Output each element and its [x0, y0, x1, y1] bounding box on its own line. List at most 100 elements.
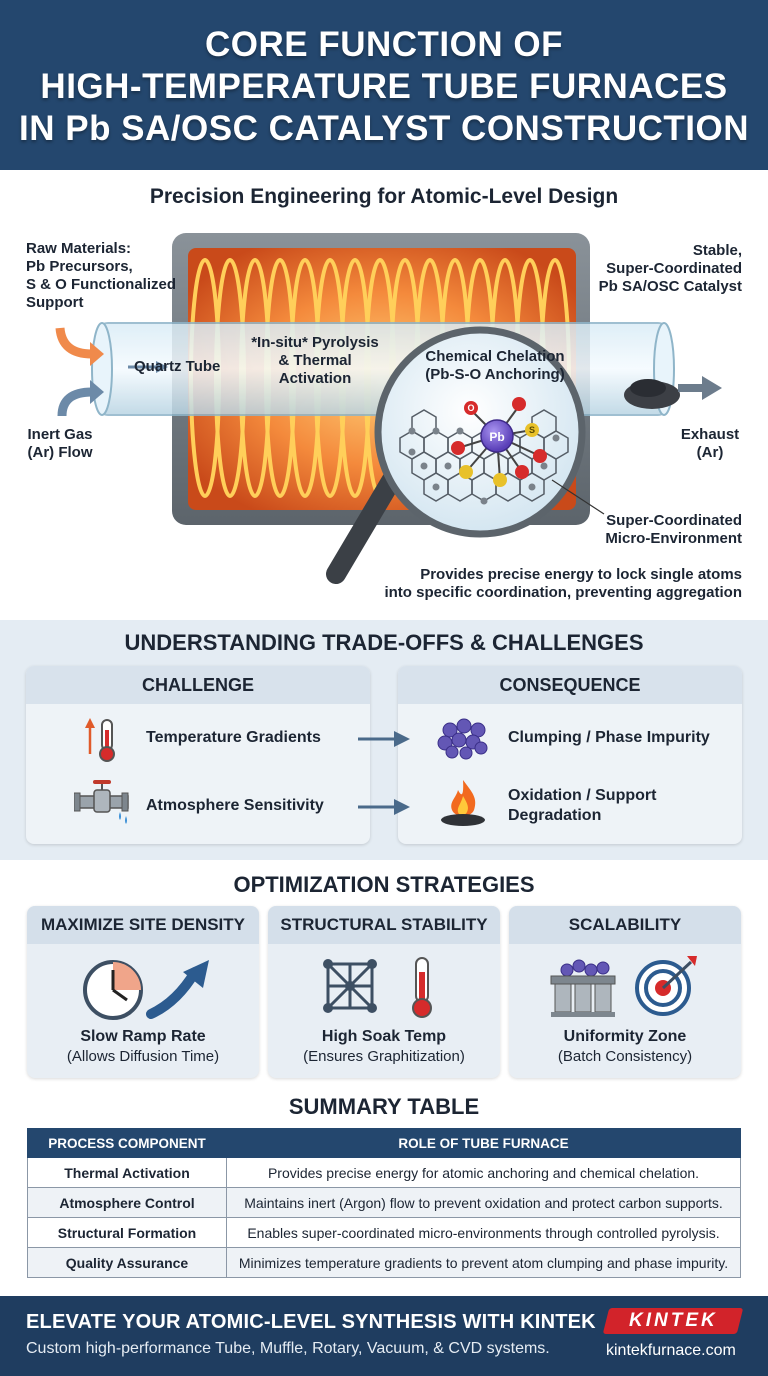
challenge-row-1: Temperature Gradients: [146, 728, 321, 748]
pyrolysis-line-1: *In-situ* Pyrolysis: [251, 334, 379, 351]
table-header-role: ROLE OF TUBE FURNACE: [226, 1128, 741, 1158]
strategy-sub: (Batch Consistency): [557, 1048, 693, 1065]
consequence-2-text: Oxidation / Support Degradation: [508, 787, 657, 824]
caption-line-1: Provides precise energy to lock single a…: [420, 566, 742, 583]
page-header: CORE FUNCTION OF HIGH-TEMPERATURE TUBE F…: [0, 0, 768, 170]
crucible-target-icon: [550, 956, 697, 1017]
footer-banner: ELEVATE YOUR ATOMIC-LEVEL SYNTHESIS WITH…: [0, 1296, 768, 1376]
table-row: Thermal Activation Provides precise ener…: [27, 1157, 741, 1188]
right-arrow-icon: [358, 799, 410, 815]
pb-atom: [480, 419, 514, 453]
fire-icon: [441, 780, 485, 826]
logo-text: KINTEK: [628, 1310, 718, 1331]
tube-inlet: [91, 322, 113, 416]
strategy-card-structural-stability: STRUCTURAL STABILITY High Soak Temp (Ens…: [268, 906, 500, 1078]
diagram-subtitle: Precision Engineering for Atomic-Level D…: [149, 185, 619, 208]
raw-materials-line-4: Support: [26, 294, 84, 311]
challenge-1-text: Temperature Gradients: [146, 729, 321, 746]
strategies-title: OPTIMIZATION STRATEGIES: [233, 872, 535, 897]
table-cell-component: Thermal Activation: [27, 1157, 227, 1188]
micro-environment-label: Super-Coordinated Micro-Environment: [580, 512, 742, 548]
strategy-label: Uniformity Zone: [563, 1028, 687, 1045]
table-row: Atmosphere Control Maintains inert (Argo…: [27, 1187, 741, 1218]
challenge-2-text: Atmosphere Sensitivity: [146, 797, 324, 814]
lattice-thermometer-icon: [323, 957, 432, 1018]
chelation-label: Chemical Chelation (Pb-S-O Anchoring): [410, 348, 580, 384]
table-row: Quality Assurance Minimizes temperature …: [27, 1247, 741, 1278]
diagram-caption: Provides precise energy to lock single a…: [380, 566, 742, 602]
summary-section: SUMMARY TABLE PROCESS COMPONENT ROLE OF …: [0, 1092, 768, 1292]
kintek-logo[interactable]: KINTEK: [602, 1308, 744, 1334]
raw-materials-line-2: Pb Precursors,: [26, 258, 133, 275]
clock-arrow-icon: [83, 960, 209, 1020]
strategy-card-title: STRUCTURAL STABILITY: [268, 906, 500, 944]
strategy-label: High Soak Temp: [321, 1028, 447, 1045]
inert-gas-label: Inert Gas (Ar) Flow: [20, 426, 100, 462]
strategy-label: Slow Ramp Rate: [80, 1028, 206, 1045]
table-cell-component: Structural Formation: [27, 1217, 227, 1248]
furnace-diagram-section: Precision Engineering for Atomic-Level D…: [0, 170, 768, 620]
tradeoffs-section: UNDERSTANDING TRADE-OFFS & CHALLENGES CH…: [0, 620, 768, 860]
footer-subtext: Custom high-performance Tube, Muffle, Ro…: [26, 1340, 550, 1357]
footer-headline: ELEVATE YOUR ATOMIC-LEVEL SYNTHESIS WITH…: [26, 1311, 596, 1333]
title-line-2: HIGH-TEMPERATURE TUBE FURNACES: [40, 67, 728, 106]
table-header-component: PROCESS COMPONENT: [27, 1128, 227, 1158]
right-arrow-icon: [358, 731, 410, 747]
table-cell-role: Maintains inert (Argon) flow to prevent …: [226, 1187, 741, 1218]
table-cell-role: Provides precise energy for atomic ancho…: [226, 1157, 741, 1188]
table-cell-component: Quality Assurance: [27, 1247, 227, 1278]
chelation-line-2: (Pb-S-O Anchoring): [425, 366, 565, 383]
pyrolysis-line-3: Activation: [278, 370, 352, 387]
sulfur-atoms: [459, 423, 539, 487]
table-cell-component: Atmosphere Control: [27, 1187, 227, 1218]
strategy-card-scalability: SCALABILITY Uniformity Zone (Batch Consi…: [509, 906, 741, 1078]
strategy-card-site-density: MAXIMIZE SITE DENSITY Slow Ramp Rate (Al…: [27, 906, 259, 1078]
website-link[interactable]: kintekfurnace.com: [606, 1342, 736, 1359]
summary-title: SUMMARY TABLE: [288, 1094, 480, 1119]
product-line-1: Stable,: [692, 242, 742, 259]
micro-env-line-2: Micro-Environment: [605, 530, 742, 547]
thermometer-icon: [85, 718, 115, 762]
raw-materials-line-3: S & O Functionalized: [26, 276, 177, 293]
oxygen-atoms: [451, 397, 547, 479]
pyrolysis-label: *In-situ* Pyrolysis & Thermal Activation: [240, 334, 390, 388]
inert-gas-line-1: Inert Gas: [27, 426, 93, 443]
consequence-1-text: Clumping / Phase Impurity: [508, 729, 710, 746]
s-atom-label: S: [528, 425, 535, 435]
challenge-header: CHALLENGE: [26, 666, 370, 704]
chelation-line-1: Chemical Chelation: [425, 348, 565, 365]
tradeoffs-title: UNDERSTANDING TRADE-OFFS & CHALLENGES: [124, 630, 644, 655]
carbon-atoms: [408, 427, 560, 505]
raw-material-arrow-icon: [55, 327, 93, 359]
exhaust-arrow-icon: [678, 384, 704, 392]
micro-env-leader-line: [551, 479, 605, 515]
atom-cluster-icon: [437, 718, 488, 760]
caption-line-2: into specific coordination, preventing a…: [384, 584, 742, 601]
exhaust-label: Exhaust (Ar): [672, 426, 748, 462]
table-cell-role: Enables super-coordinated micro-environm…: [226, 1217, 741, 1248]
challenge-panel: CHALLENGE: [26, 666, 370, 844]
exhaust-line-1: Exhaust: [680, 426, 740, 443]
inert-gas-line-2: (Ar) Flow: [27, 444, 93, 461]
strategy-sub: (Allows Diffusion Time): [66, 1048, 220, 1065]
strategy-card-title: MAXIMIZE SITE DENSITY: [27, 906, 259, 944]
quartz-tube-label: Quartz Tube: [134, 358, 221, 375]
title-line-3: IN Pb SA/OSC CATALYST CONSTRUCTION: [19, 109, 749, 148]
consequence-panel: CONSEQUENCE: [398, 666, 742, 844]
product-line-2: Super-Coordinated: [606, 260, 742, 277]
consequence-header: CONSEQUENCE: [398, 666, 742, 704]
strategy-sub: (Ensures Graphitization): [303, 1048, 465, 1065]
strategy-card-title: SCALABILITY: [509, 906, 741, 944]
consequence-row-2: Oxidation / Support Degradation: [508, 786, 698, 826]
tube-furnace-illustration: [55, 233, 722, 584]
challenge-row-2: Atmosphere Sensitivity: [146, 796, 324, 816]
raw-materials-label: Raw Materials: Pb Precursors, S & O Func…: [26, 240, 176, 312]
inert-gas-arrow-icon: [57, 387, 93, 417]
pb-atom-label: Pb: [489, 430, 505, 444]
micro-env-line-1: Super-Coordinated: [606, 512, 742, 529]
o-atom-label: O: [467, 403, 475, 413]
valve-pipe-icon: [74, 780, 129, 824]
table-row: Structural Formation Enables super-coord…: [27, 1217, 741, 1248]
magnifying-glass-icon: [374, 326, 586, 538]
pyrolysis-line-2: & Thermal: [278, 352, 352, 369]
